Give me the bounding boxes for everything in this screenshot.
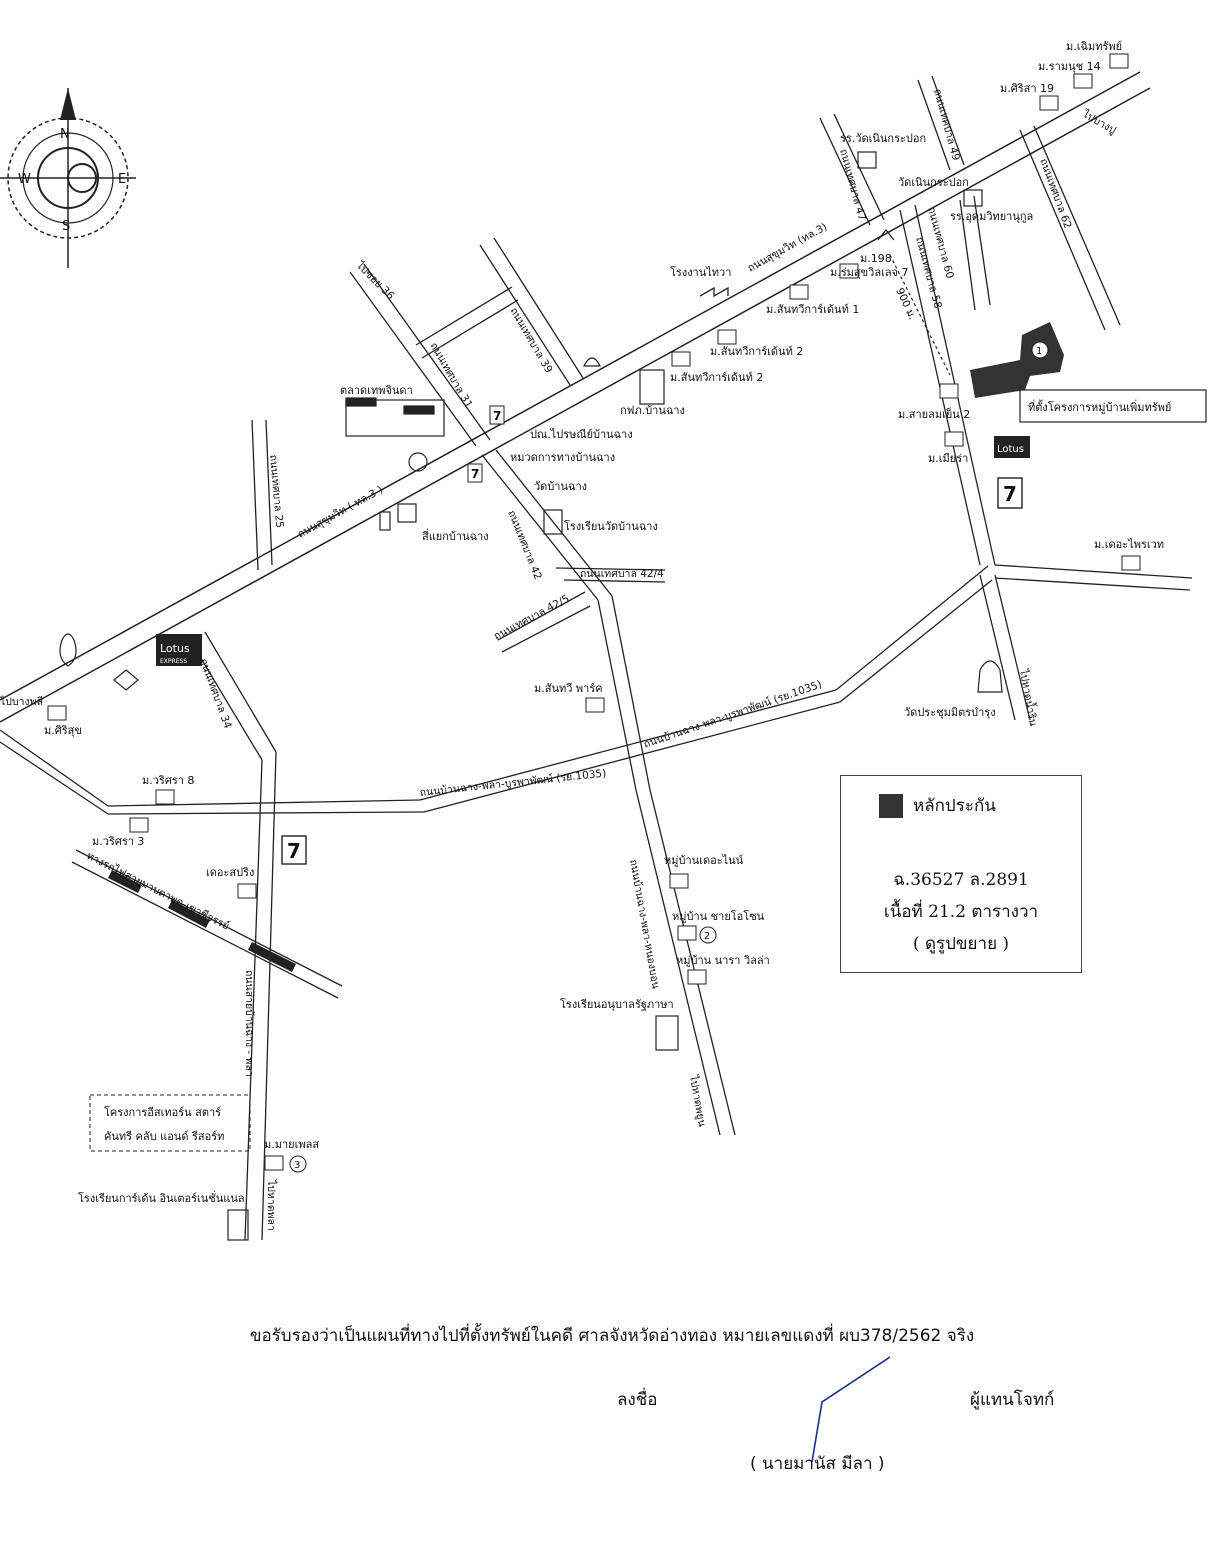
road-label-47: ถนนเทศบาล 47 xyxy=(837,148,868,222)
label-m-sai: ม.สายลมเย็น 2 xyxy=(898,407,970,421)
road-label-42: ถนนเทศบาล 42 xyxy=(505,509,544,582)
legend-note: ( ดูรูปขยาย ) xyxy=(912,934,1010,954)
seven-4: 7 xyxy=(1003,482,1017,506)
signature-icon xyxy=(811,1356,891,1463)
label-pea: กฟภ.บ้านฉาง xyxy=(620,404,685,417)
label-m198: ม.198 xyxy=(860,252,892,265)
road-label-62: ถนนเทศบาล 62 xyxy=(1037,157,1073,230)
road-label-to-bangna: ไปบางปู xyxy=(1080,107,1119,137)
railway-segments xyxy=(108,870,296,972)
road-label-1035-a: ถนนบ้านฉาง-พลา-บูรพาพัฒน์ (รย.1035) xyxy=(419,766,607,799)
lotus-icons: Lotus EXPRESS Lotus xyxy=(156,436,1030,666)
seven-eleven-icons: 7 7 7 7 xyxy=(281,405,1023,865)
factory-icon xyxy=(699,286,729,298)
label-m-chaloem: ม.เฉิมทรัพย์ xyxy=(1066,40,1122,53)
label-school-garden: โรงเรียนการ์เด้น อินเตอร์เนชั่นแนล xyxy=(78,1190,245,1205)
label-m-wirisa3: ม.วริศรา 3 xyxy=(92,835,144,848)
legend-label: หลักประกัน xyxy=(913,796,996,816)
label-m-santhawi1: ม.สันทวีการ์เด้นท์ 1 xyxy=(766,303,859,316)
road-label-to-phala: ไปหาดพลา xyxy=(265,1179,278,1231)
road-label-ban-chang-phala: ถนนสายบ้านฉาง - พลา xyxy=(243,970,255,1077)
compass-n: N xyxy=(60,127,70,142)
building-icons xyxy=(227,151,983,1241)
rail-label: ทางรถไฟสายมาบตาพุด-เขาชีจรรย์ xyxy=(85,849,232,932)
collateral-parcel xyxy=(970,322,1064,398)
road-label-to-bang-phli: ไปบางพลี xyxy=(0,695,43,708)
label-the-spring: เดอะสปริง xyxy=(206,866,254,879)
label-m-sirisa19: ม.ศิริสา 19 xyxy=(1000,82,1054,95)
road-label-49: ถนนเทศบาล 49 xyxy=(931,88,962,162)
sign-label: ลงชื่อ xyxy=(617,1390,658,1410)
label-wat-ban-chang: วัดบ้านฉาง xyxy=(534,480,587,493)
seven-2: 7 xyxy=(471,467,479,481)
label-m-ramnut: ม.รามนุช 14 xyxy=(1038,60,1101,73)
collateral-swatch xyxy=(879,794,903,818)
compass-w: W xyxy=(18,172,31,187)
label-market: ตลาดเทพจินดา xyxy=(340,384,413,397)
road-label-39: ถนนเทศบาล 39 xyxy=(507,306,554,376)
label-m-mai: ม.มายเพลส xyxy=(264,1138,319,1151)
road-label-sukhumvit: ถนนสุขุมวิท ( ทล.3 ) xyxy=(296,484,385,541)
label-school-anuban: โรงเรียนอนุบาลรัฐภาษา xyxy=(560,997,674,1011)
marker-2: 2 xyxy=(704,931,710,942)
road-sukhumvit xyxy=(0,71,1151,723)
road-label-to-huai-pong: ไปหาดพยูน xyxy=(687,1073,709,1127)
legend-deed: ฉ.36527 ล.2891 xyxy=(893,870,1029,890)
compass-icon: N S E W xyxy=(0,88,136,268)
location-map: N S E W xyxy=(0,40,1207,1241)
sign-role: ผู้แทนโจทก์ xyxy=(970,1390,1055,1410)
eastern-star-2: คันทรี คลับ แอนด์ รีสอร์ท xyxy=(104,1130,224,1143)
label-m-wirisa8: ม.วริศรา 8 xyxy=(142,774,194,787)
label-wat-prachum: วัดประชุมมิตรบำรุง xyxy=(904,706,996,719)
label-m-nara: หมู่บ้าน นารา วิลล่า xyxy=(676,954,770,967)
label-m-deline: หมู่บ้านเดอะไนน์ xyxy=(664,854,744,867)
label-m-mia: ม.เมียร่า xyxy=(928,452,968,465)
road-label-42-5: ถนนเทศบาล 42/5 xyxy=(492,593,572,643)
label-post: ปณ.ไปรษณีย์บ้านฉาง xyxy=(530,428,633,441)
label-m-deprive: ม.เดอะไพรเวท xyxy=(1094,538,1164,551)
label-wat-noen: วัดเนินกระปอก xyxy=(898,176,969,189)
roads xyxy=(0,75,1193,1241)
legend-box: หลักประกัน ฉ.36527 ล.2891 เนื้อที่ 21.2 … xyxy=(840,775,1082,973)
compass-s: S xyxy=(62,219,70,234)
house-icons xyxy=(47,53,1141,1171)
label-m-santhawi2b: ม.สันทวีการ์เด้นท์ 2 xyxy=(670,371,763,384)
label-m-santhawi-park: ม.สันทวี พาร์ค xyxy=(534,682,603,695)
marker-3: 3 xyxy=(294,1160,300,1171)
road-label-36: ไปซอย 36 xyxy=(353,258,397,302)
certification-text: ขอรับรองว่าเป็นแผนที่ทางไปที่ตั้งทรัพย์ใ… xyxy=(249,1326,975,1346)
lotus-label-2: Lotus xyxy=(997,444,1024,455)
eastern-star-1: โครงการอีสเทอร์น สตาร์ xyxy=(104,1105,221,1119)
label-intersection: สี่แยกบ้านฉาง xyxy=(422,528,489,543)
label-factory: โรงงานไทวา xyxy=(670,265,731,279)
distance-line xyxy=(889,254,951,376)
road-label-nong-bon: ถนนบ้านฉาง-พลา-หนองบอน xyxy=(627,858,662,989)
eastern-star-box xyxy=(89,1094,251,1152)
label-school-wat-noen: รร.วัดเนินกระปอก xyxy=(840,132,926,145)
seven-3: 7 xyxy=(287,839,301,863)
lotus-label-1: Lotus xyxy=(160,642,190,655)
label-school-wat: โรงเรียนวัดบ้านฉาง xyxy=(564,519,658,533)
signatory-name: ( นายมานัส มีลา ) xyxy=(750,1454,885,1474)
road-label-34: ถนนเทศบาล 34 xyxy=(197,657,234,731)
label-m-santhawi2a: ม.สันทวีการ์เด้นท์ 2 xyxy=(710,345,803,358)
lotus-sub-1: EXPRESS xyxy=(160,658,187,665)
label-police: หมวดการทางบ้านฉาง xyxy=(510,451,615,464)
compass-e: E xyxy=(118,172,126,187)
label-m-chaio: หมู่บ้าน ชายโอโซน xyxy=(672,909,765,923)
legend-area: เนื้อที่ 21.2 ตารางวา xyxy=(883,902,1039,922)
label-school-udom: รร.อุดมวิทยานุกูล xyxy=(950,210,1033,223)
road-label-42-4: ถนนเทศบาล 42/4 xyxy=(580,568,664,580)
temple-icons xyxy=(59,229,1003,693)
label-m-rom: ม.ร่มสุขวิลเลจ 7 xyxy=(830,266,909,279)
road-label-to-nong-bon: ไปหาดน้ำริน xyxy=(1017,667,1041,727)
label-m-siri: ม.ศิริสุข xyxy=(44,724,82,737)
project-label: ที่ตั้งโครงการหมู่บ้านเพิ่มทรัพย์ xyxy=(1028,399,1171,414)
seven-1: 7 xyxy=(493,409,501,423)
marker-1: 1 xyxy=(1036,346,1042,357)
